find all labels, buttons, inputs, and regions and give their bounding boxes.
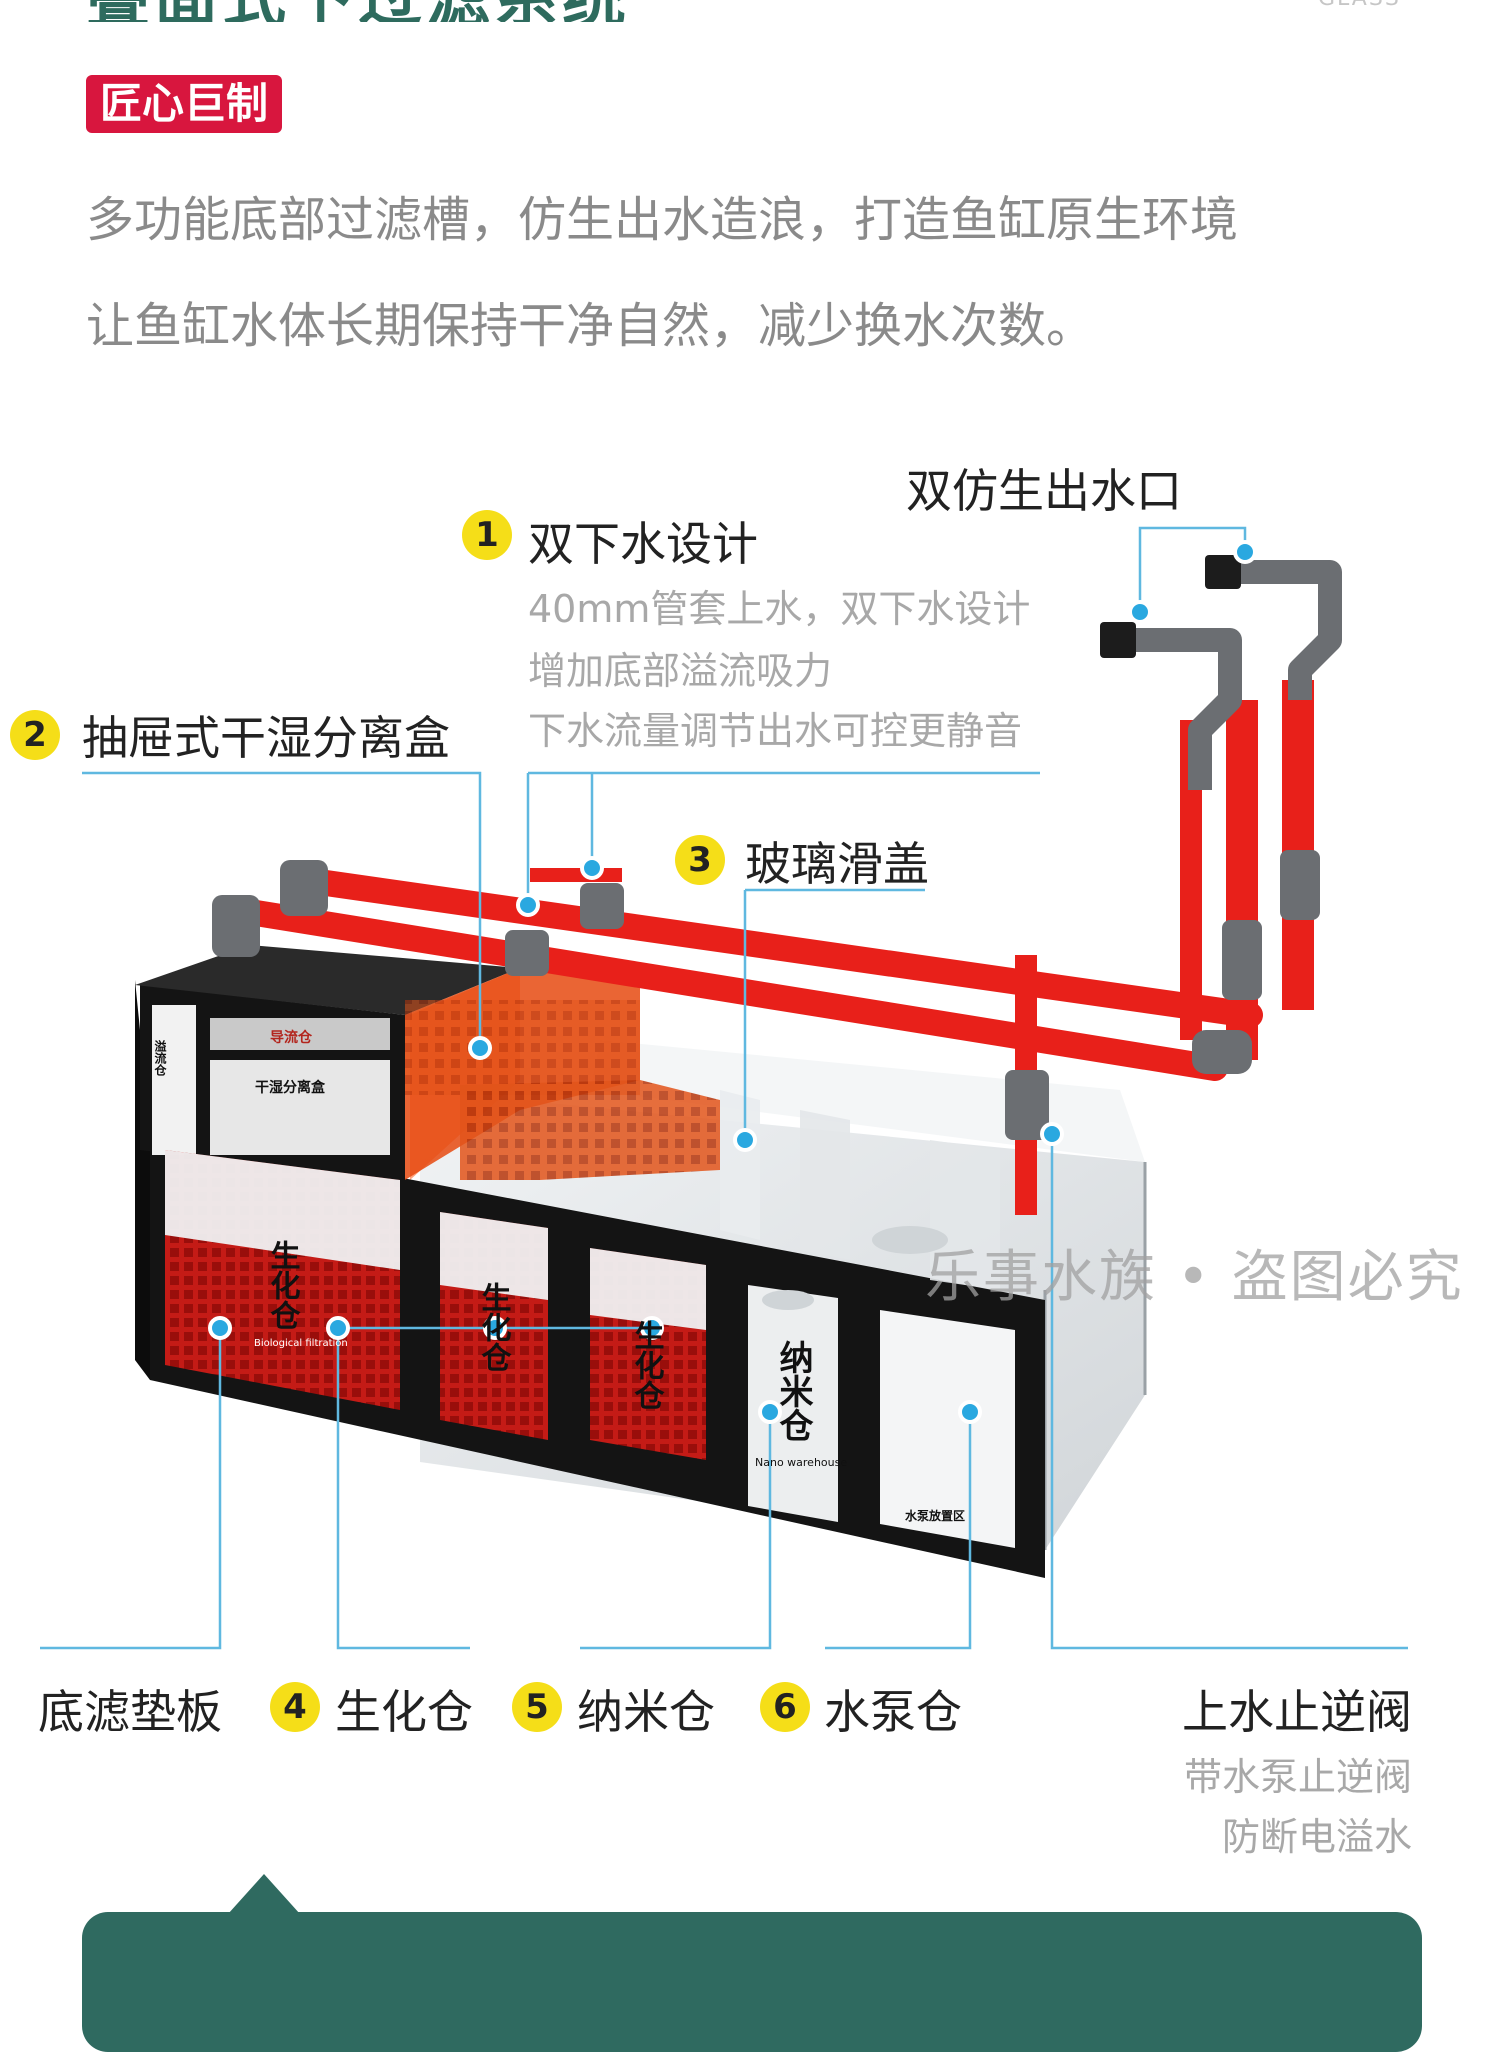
badge: 匠心巨制 xyxy=(86,75,283,133)
tank-label-nano-en: Nano warehouse xyxy=(755,1456,847,1469)
outlet-nozzle-1 xyxy=(1100,622,1136,658)
tank-label-bio-1: 生化仓 xyxy=(265,1240,301,1330)
page-title: 叠面式下过滤系统 xyxy=(86,0,630,22)
callout-3-title: 玻璃滑盖 xyxy=(745,837,929,891)
callout-1-desc-1: 40mm管套上水，双下水设计 xyxy=(528,587,1031,631)
callout-4-title: 生化仓 xyxy=(335,1685,473,1739)
tank-label-bio-en-1: Biological filtration xyxy=(254,1338,348,1349)
pipe-valve-1 xyxy=(505,930,549,976)
compartment-pump xyxy=(880,1310,1015,1548)
valve-desc-1: 带水泵止逆阀 xyxy=(1183,1755,1412,1799)
title-strip: 叠面式下过滤系统 GLASS xyxy=(0,0,1500,22)
outlet-nozzle-2 xyxy=(1205,555,1241,589)
pipe-upper xyxy=(292,867,1263,1028)
sump-diagram: 生化仓 生化仓 生化仓 纳米仓 Biological filtration Na… xyxy=(40,526,1408,1650)
callout-6-title: 水泵仓 xyxy=(824,1685,962,1739)
tank-label-drawer: 干湿分离盒 xyxy=(255,1079,326,1096)
pipe-elbow-left-2 xyxy=(280,860,328,916)
callout-2-title: 抽屉式干湿分离盒 xyxy=(82,711,450,765)
number-badge-1: 1 xyxy=(462,510,512,560)
number-badge-6: 6 xyxy=(760,1682,810,1732)
tank-label-top-box: 导流仓 xyxy=(270,1029,313,1046)
tank-label-bio-3: 生化仓 xyxy=(629,1320,665,1410)
tank-printed-labels: 生化仓 生化仓 生化仓 纳米仓 Biological filtration Na… xyxy=(153,1029,965,1523)
number-badge-2: 2 xyxy=(10,710,60,760)
pipe-vertical-3 xyxy=(1282,680,1314,1010)
tank-label-bio-2: 生化仓 xyxy=(476,1282,512,1372)
pipe-lower xyxy=(237,899,1228,1081)
watermark: 乐事水族 • 盗图必究 xyxy=(925,1245,1464,1310)
intro-line-2: 让鱼缸水体长期保持干净自然，减少换水次数。 xyxy=(86,298,1095,354)
callout-1-title: 双下水设计 xyxy=(528,517,758,571)
number-badge-5: 5 xyxy=(512,1682,562,1732)
pad-title: 底滤垫板 xyxy=(38,1685,222,1739)
bubble-tail xyxy=(228,1874,300,1914)
drawer-box-lower xyxy=(460,1080,720,1180)
pipe-valve-2 xyxy=(580,883,624,929)
pipe-vertical-1 xyxy=(1180,720,1202,1040)
outlet-title: 双仿生出水口 xyxy=(906,464,1182,518)
tank-label-pump: 水泵放置区 xyxy=(905,1508,965,1523)
info-bubble xyxy=(82,1912,1422,2052)
marker-dots xyxy=(208,540,1257,1424)
valve-title: 上水止逆阀 xyxy=(1182,1685,1412,1739)
valve-desc-2: 防断电溢水 xyxy=(1221,1815,1412,1859)
callout-5-title: 纳米仓 xyxy=(577,1685,715,1739)
pipe-elbow-left-1 xyxy=(212,895,260,957)
callout-1-desc-2: 增加底部溢流吸力 xyxy=(528,649,833,693)
outlet-pipe-1 xyxy=(1120,628,1242,790)
outlet-pipe-2 xyxy=(1222,560,1342,700)
tank-label-side: 溢流仓 xyxy=(153,1039,167,1077)
number-badge-3: 3 xyxy=(675,835,725,885)
tank-label-nano: 纳米仓 xyxy=(773,1340,813,1442)
callout-1-desc-3: 下水流量调节出水可控更静音 xyxy=(528,709,1023,753)
intro-line-1: 多功能底部过滤槽，仿生出水造浪，打造鱼缸原生环境 xyxy=(86,192,1239,248)
number-badge-4: 4 xyxy=(270,1682,320,1732)
pipe-vertical-2 xyxy=(1226,700,1258,1060)
brand-subtitle: GLASS xyxy=(1318,0,1401,11)
